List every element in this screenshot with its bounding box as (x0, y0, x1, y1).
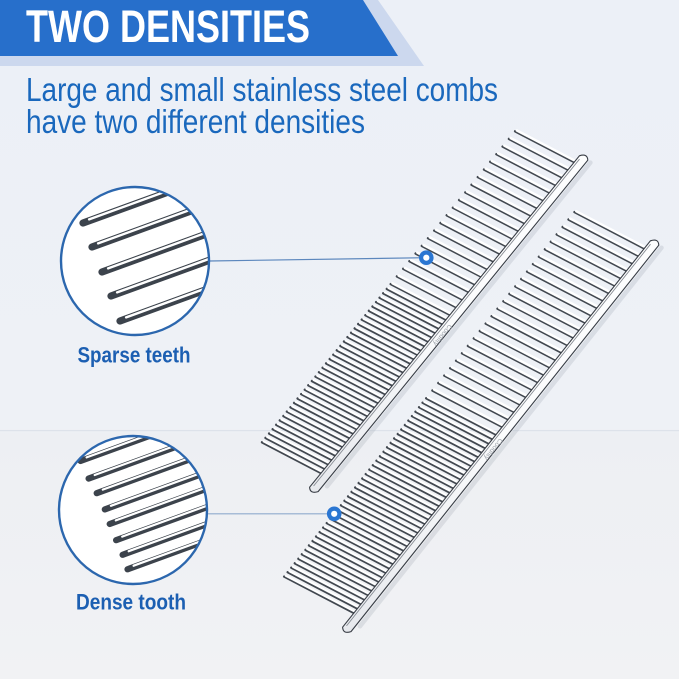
svg-text:TWO DENSITIES: TWO DENSITIES (26, 1, 310, 52)
svg-text:have two different densities: have two different densities (26, 103, 365, 140)
svg-text:Dense tooth: Dense tooth (76, 590, 186, 615)
svg-text:Sparse teeth: Sparse teeth (78, 343, 191, 368)
svg-text:Large and small stainless stee: Large and small stainless steel combs (26, 71, 498, 108)
